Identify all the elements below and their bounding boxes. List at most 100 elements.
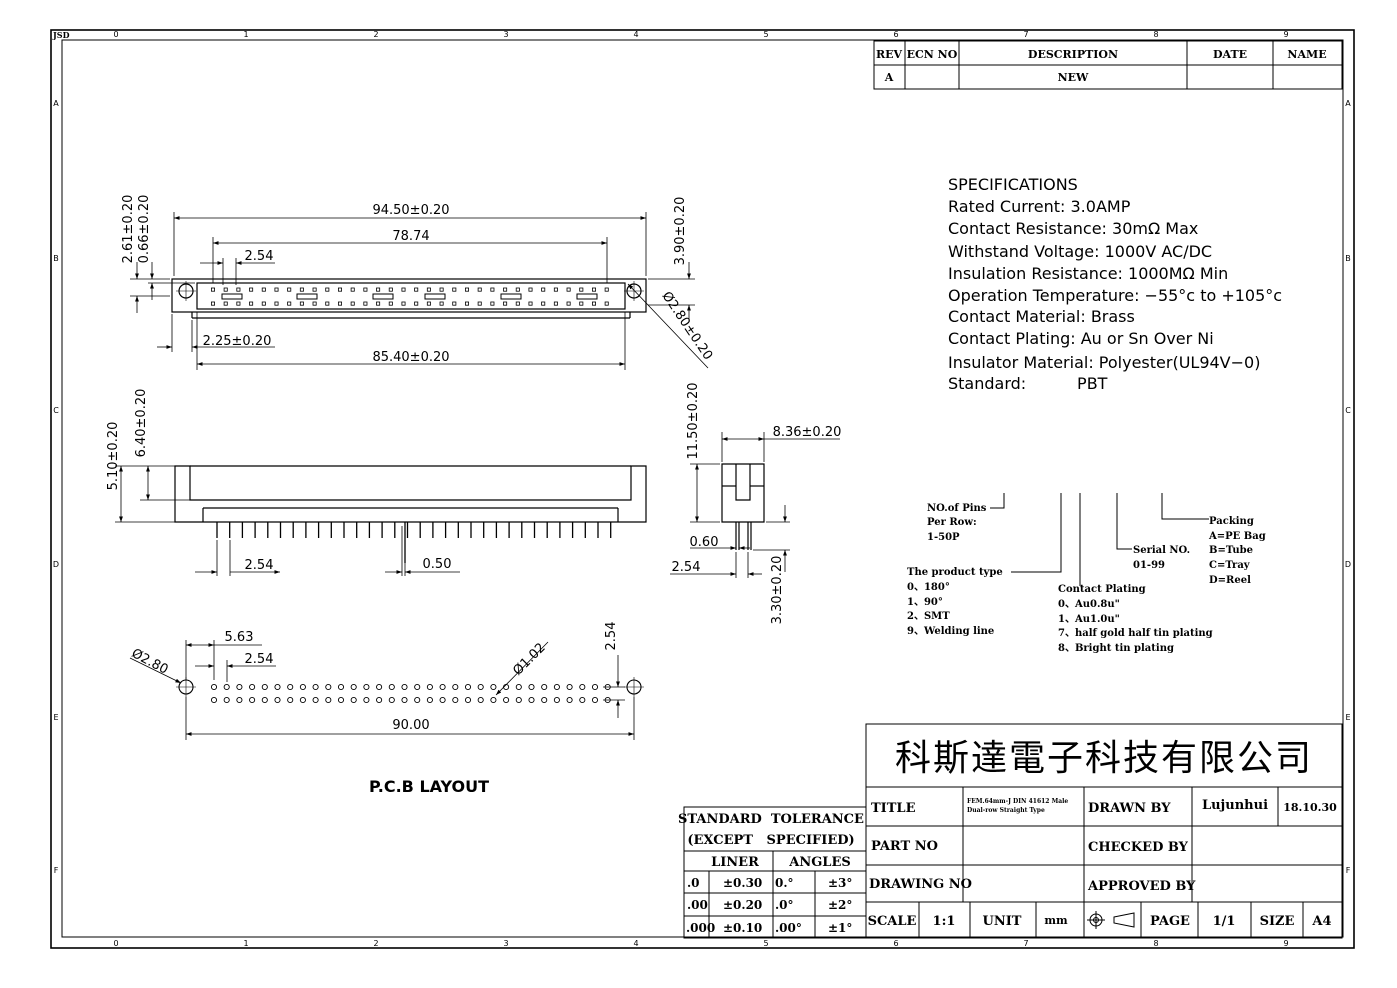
pcb-hole [388, 696, 395, 704]
dim-front-6-40: 6.40±0.20 [134, 389, 149, 458]
pcb-hole [325, 683, 332, 691]
pcb-hole [439, 696, 446, 704]
top-view-pin [274, 287, 279, 292]
dim-side-height: 11.50±0.20 [686, 382, 701, 459]
top-view-pin [337, 287, 342, 292]
pcb-hole [426, 683, 433, 691]
top-view-pin [376, 301, 381, 306]
tolerance-header-angles: ANGLES [788, 855, 851, 870]
title-value-2: Dual-row Straight Type [967, 807, 1045, 814]
code-type-2: 0、180° [907, 582, 950, 593]
tolerance-header-linear: LINER [711, 855, 759, 870]
spec-line: Withstand Voltage: 1000V AC/DC [948, 242, 1212, 261]
pcb-hole [591, 696, 599, 704]
pcb-hole [223, 683, 230, 691]
dim-pcb-mount-hole: Ø2.80 [129, 646, 171, 678]
top-view-pin [325, 287, 330, 292]
top-view-pin [223, 287, 228, 292]
top-view-pin [210, 287, 215, 292]
frame-column-label: 7 [1023, 30, 1028, 39]
top-view-pin [528, 301, 533, 306]
front-view [174, 465, 647, 523]
pcb-hole [490, 683, 497, 691]
pcb-hole [515, 696, 522, 704]
pcb-hole [452, 696, 459, 704]
frame-column-label: 2 [373, 30, 378, 39]
dim-mount-hole: Ø2.80±0.20 [659, 289, 716, 363]
pcb-hole [490, 696, 497, 704]
rev-header-ecn: ECN NO [907, 48, 958, 61]
pcb-hole [299, 696, 306, 704]
tolerance-table: STANDARD TOLERANCE (EXCEPT SPECIFIED) LI… [678, 806, 867, 939]
top-view-pin [312, 301, 317, 306]
spec-line: Standard: PBT [948, 374, 1108, 393]
pcb-hole [464, 696, 472, 704]
top-view-pin [426, 287, 431, 292]
tol-cell: ±0.20 [723, 898, 762, 912]
pcb-hole [414, 696, 421, 704]
top-view-pin [566, 301, 571, 306]
pcb-hole [325, 696, 332, 704]
rev-header-date: DATE [1213, 48, 1247, 61]
pcb-hole [337, 683, 345, 691]
top-view-pin [541, 301, 546, 306]
pcb-hole [350, 683, 357, 691]
top-view-pin [274, 301, 279, 306]
code-serial-1: Serial NO. [1133, 545, 1190, 556]
top-view-pin [363, 301, 368, 306]
pcb-hole [591, 683, 599, 691]
dim-side-pitch: 2.54 [672, 560, 701, 575]
tol-cell: 0.° [775, 876, 794, 890]
dim-side-tail: 3.30±0.20 [770, 556, 785, 625]
top-view-pin [414, 287, 419, 292]
top-view-pin [363, 287, 368, 292]
spec-line: Insulation Resistance: 1000MΩ Min [948, 264, 1228, 283]
rev-header-name: NAME [1287, 48, 1326, 61]
tol-cell: ±2° [828, 898, 852, 912]
code-serial-2: 01-99 [1133, 560, 1165, 571]
top-view-pin [439, 287, 444, 292]
frame-column-label: 3 [503, 30, 508, 39]
dim-pcb-pin-hole: Ø1.02 [510, 640, 548, 678]
pcb-hole [566, 696, 573, 704]
top-view [171, 278, 647, 319]
top-view-pin [579, 287, 584, 292]
pcb-hole [299, 683, 306, 691]
side-view-dimensions [670, 432, 840, 578]
side-view [721, 463, 765, 550]
drawing-frame [50, 29, 1355, 949]
pcb-hole [553, 683, 560, 691]
dim-front-pitch: 2.54 [245, 558, 274, 573]
rev-row-description: NEW [1058, 71, 1089, 84]
pcb-hole [464, 683, 472, 691]
top-view-pin [426, 301, 431, 306]
frame-row-label: C [53, 406, 59, 415]
frame-column-label: 5 [763, 939, 768, 948]
top-view-pin [388, 301, 393, 306]
pcb-hole [388, 683, 395, 691]
top-view-pin [515, 287, 520, 292]
top-view-pin [579, 301, 584, 306]
dim-top-2-25: 2.25±0.20 [203, 334, 272, 349]
pcb-hole [439, 683, 446, 691]
top-view-pin [325, 301, 330, 306]
frame-row-label: A [1345, 99, 1351, 108]
pcb-dimension-labels: 5.63 2.54 Ø2.80 Ø1.02 2.54 90.00 P.C.B L… [129, 622, 619, 796]
top-view-pin [299, 301, 304, 306]
pcb-hole [528, 696, 535, 704]
tol-cell: ±1° [828, 921, 852, 935]
top-view-pin [401, 301, 406, 306]
frame-column-label: 8 [1153, 939, 1158, 948]
top-view-pin [604, 287, 609, 292]
page-value: 1/1 [1213, 914, 1236, 929]
frame-column-label: 5 [763, 30, 768, 39]
spec-line: Contact Plating: Au or Sn Over Ni [948, 329, 1214, 348]
pcb-hole [236, 696, 243, 704]
scale-value: 1:1 [933, 914, 956, 929]
dim-top-0-66: 0.66±0.20 [137, 195, 152, 264]
dim-front-pin-width: 0.50 [423, 557, 452, 572]
code-packing-3: B=Tube [1209, 545, 1253, 556]
specifications: SPECIFICATIONS Rated Current: 3.0AMP Con… [948, 175, 1282, 393]
spec-line: Rated Current: 3.0AMP [948, 197, 1131, 216]
pcb-hole [401, 683, 408, 691]
